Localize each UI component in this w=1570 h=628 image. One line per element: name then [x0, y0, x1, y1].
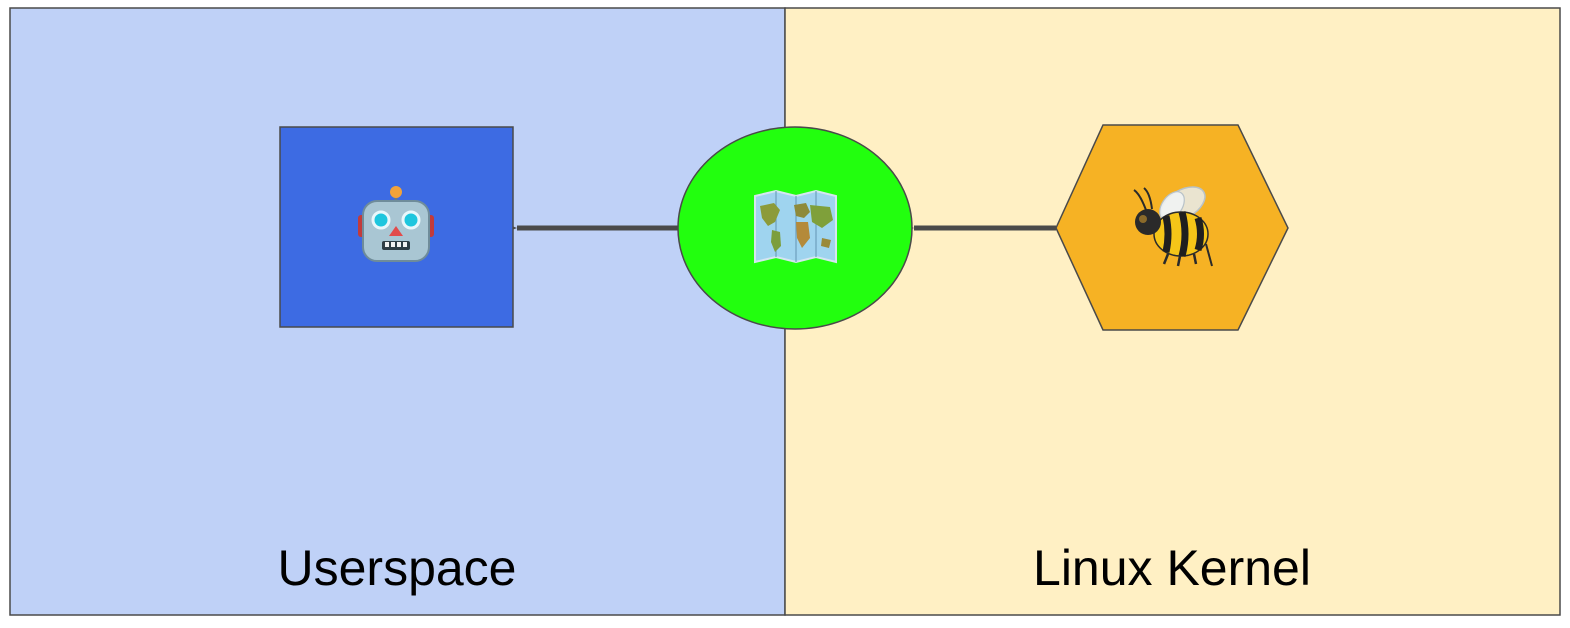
- bee-icon: [1133, 186, 1213, 267]
- userspace-label: Userspace: [278, 540, 517, 596]
- world-map-icon: [754, 189, 837, 264]
- bpf-program-node: [1055, 124, 1289, 331]
- kernel-label: Linux Kernel: [1033, 540, 1311, 596]
- program-node: [279, 126, 514, 328]
- map-node: [677, 126, 913, 330]
- robot-icon: [358, 186, 434, 262]
